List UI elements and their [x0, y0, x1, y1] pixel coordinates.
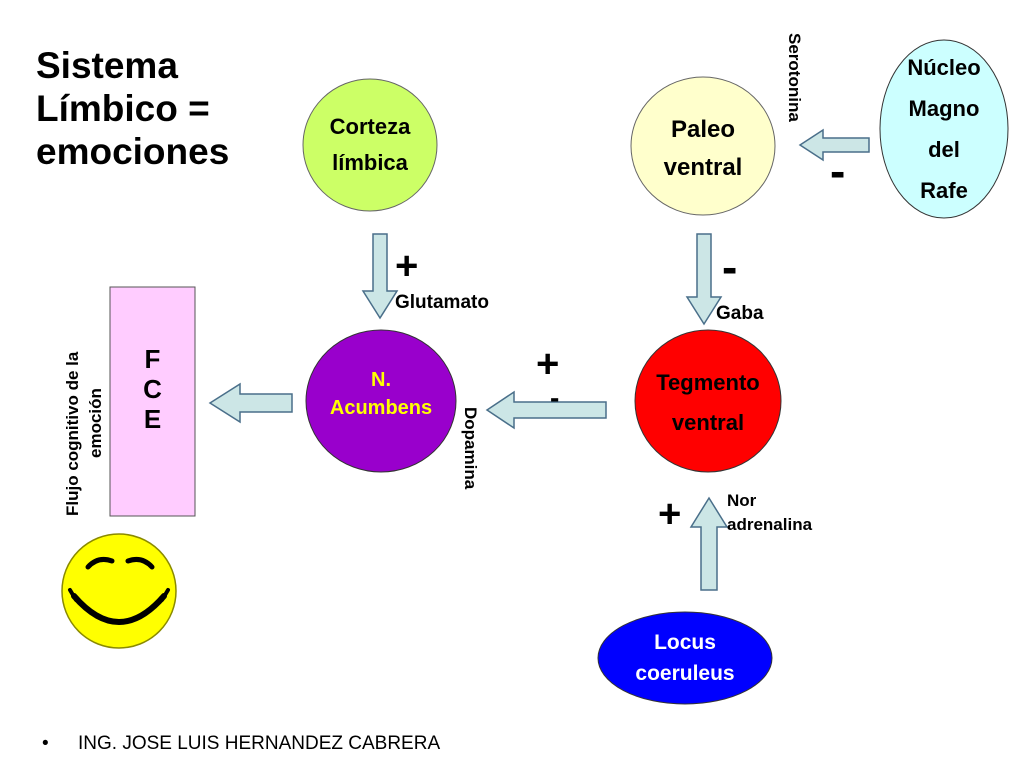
paleo-label-1: Paleo [670, 116, 736, 143]
footer-text: ING. JOSE LUIS HERNANDEZ CABRERA [78, 733, 441, 754]
nucleo-label-4: Rafe [920, 178, 968, 203]
fce-node: F C E [110, 344, 195, 464]
n-acumbens-circle [305, 329, 457, 473]
locus-label-2: coeruleus [635, 662, 735, 685]
gaba-minus-sign: - [722, 241, 738, 293]
glutamato-plus-sign: + [395, 244, 419, 288]
dopamina-minus-sign: - [550, 382, 560, 413]
arrow-acumbens-to-fce [208, 382, 293, 424]
dopamina-label: Dopamina [461, 407, 480, 490]
title-line-3: emociones [36, 131, 230, 172]
smiley-face-icon [61, 533, 177, 649]
flujo-cognitivo-label-2: emoción [86, 388, 105, 458]
corteza-limbica-circle [302, 78, 438, 212]
footer-bullet: • [42, 733, 49, 754]
dopamina-plus-sign: + [536, 342, 560, 386]
nucleo-label-1: Núcleo [907, 55, 981, 80]
footer-author: • ING. JOSE LUIS HERNANDEZ CABRERA [42, 733, 440, 755]
fce-letter-e: E [143, 404, 162, 434]
corteza-label-1: Corteza [329, 114, 411, 139]
arrow-paleo-to-tegmento [685, 233, 723, 326]
glutamato-label: Glutamato [395, 292, 489, 313]
serotonina-label: Serotonina [785, 33, 804, 122]
nucleo-label-3: del [928, 137, 960, 162]
tegmento-label-2: ventral [671, 410, 745, 435]
title-line-2: Límbico = [36, 88, 210, 129]
tegmento-ventral-node: Tegmento ventral [635, 362, 781, 444]
locus-coeruleus-ellipse [597, 611, 773, 705]
nor-label-2: adrenalina [727, 515, 813, 534]
nor-plus-sign: + [658, 492, 682, 536]
corteza-label-2: límbica [332, 150, 408, 175]
acumbens-label-1: N. [371, 369, 391, 391]
fce-letter-c: C [143, 374, 162, 404]
serotonina-minus-sign: - [830, 145, 846, 197]
fce-letter-f: F [144, 344, 161, 374]
acumbens-label-2: Acumbens [329, 397, 433, 419]
locus-label-1: Locus [654, 631, 716, 654]
paleo-label-2: ventral [663, 154, 743, 181]
corteza-limbica-node: Corteza límbica [303, 100, 437, 190]
nucleo-magno-rafe-node: Núcleo Magno del Rafe [880, 46, 1008, 212]
tegmento-ventral-circle [634, 329, 782, 473]
nucleo-magno-ellipse [879, 39, 1009, 219]
n-acumbens-node: N. Acumbens [306, 358, 456, 430]
paleo-ventral-node: Paleo ventral [631, 104, 775, 194]
paleo-ventral-circle [630, 76, 776, 216]
nucleo-label-2: Magno [908, 96, 980, 121]
arrow-corteza-to-acumbens [361, 233, 399, 320]
tegmento-label-1: Tegmento [656, 370, 760, 395]
arrow-nucleo-to-paleo [798, 128, 870, 162]
arrow-tegmento-to-acumbens [485, 390, 607, 430]
fce-box [109, 286, 196, 517]
locus-coeruleus-node: Locus coeruleus [598, 614, 772, 702]
nor-label-1: Nor [727, 491, 757, 510]
title-line-1: Sistema [36, 45, 178, 86]
arrow-locus-to-tegmento [689, 496, 729, 591]
flujo-cognitivo-label-1: Flujo cognitivo de la [63, 351, 82, 516]
page-title: Sistema Límbico = emociones [36, 44, 229, 173]
gaba-label: Gaba [716, 303, 764, 324]
